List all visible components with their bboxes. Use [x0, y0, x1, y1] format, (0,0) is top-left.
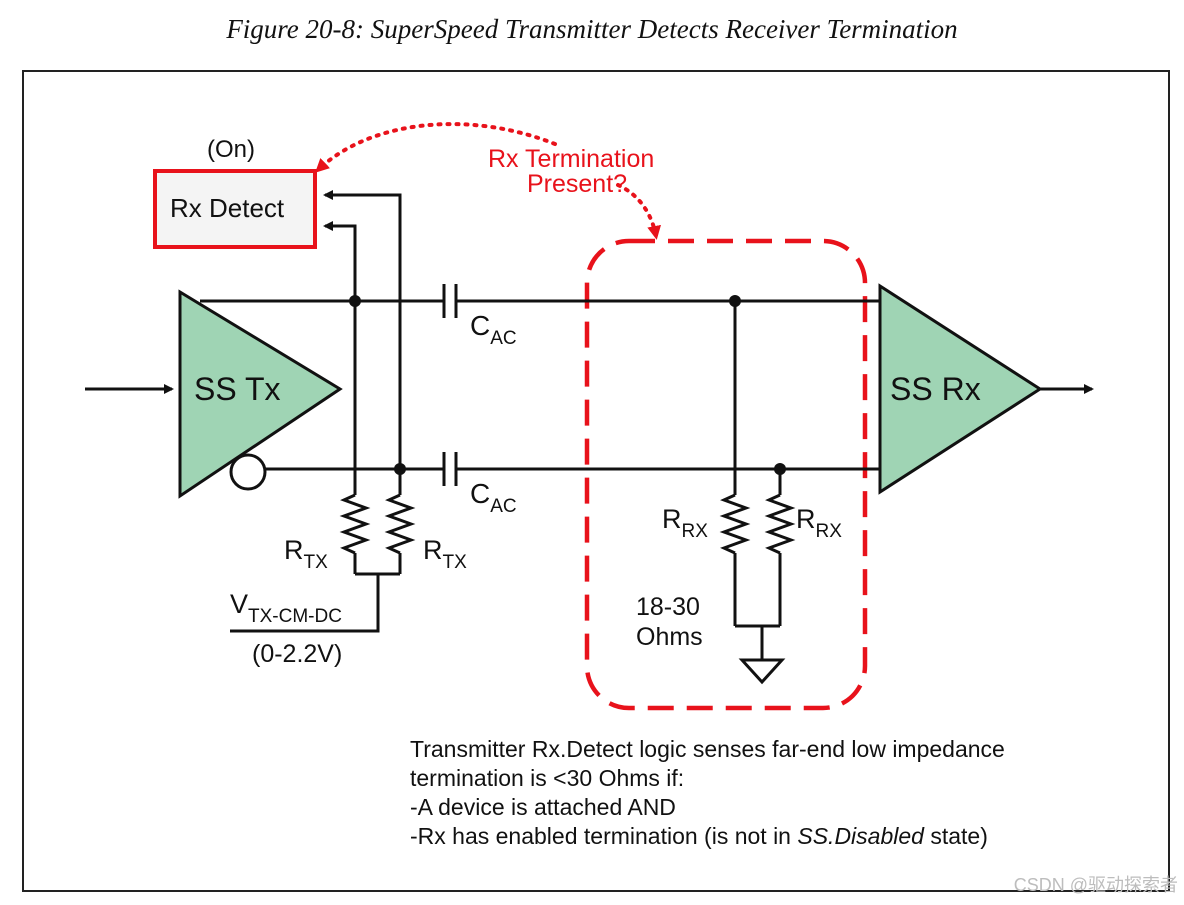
rrx-left-label: RRX	[662, 504, 708, 542]
vtx-main: V	[230, 589, 249, 619]
note-line-4-prefix: -Rx has enabled termination (is not in	[410, 823, 798, 849]
watermark: CSDN @驱动探索者	[1013, 875, 1178, 895]
note-line-4-suffix: state)	[923, 823, 988, 849]
rrx-left-main: R	[662, 504, 682, 534]
rtx-right-sub: TX	[442, 552, 467, 573]
junction-dots	[349, 295, 786, 475]
cac-top-sub: AC	[490, 328, 517, 349]
cac-bottom-label: CAC	[470, 478, 517, 517]
note-line-4: -Rx has enabled termination (is not in S…	[410, 822, 1005, 851]
figure-frame	[22, 70, 1170, 892]
cac-top-main: C	[470, 310, 491, 341]
cac-bottom-main: C	[470, 478, 491, 509]
note-line-1: Transmitter Rx.Detect logic senses far-e…	[410, 736, 1005, 762]
figure-caption: Figure 20-8: SuperSpeed Transmitter Dete…	[226, 14, 958, 44]
rrx-right-sub: RX	[815, 521, 842, 542]
rrx-right-label: RRX	[796, 504, 842, 542]
vtx-sub: TX-CM-DC	[248, 606, 342, 627]
cac-bottom-sub: AC	[490, 496, 517, 517]
vtx-label: VTX-CM-DC	[230, 589, 342, 627]
question-arrow	[315, 122, 557, 173]
detection-note: Transmitter Rx.Detect logic senses far-e…	[410, 735, 1005, 851]
ohms-line2: Ohms	[636, 623, 703, 651]
rx-detect-box	[153, 169, 317, 249]
rrx-left-sub: RX	[681, 521, 708, 542]
wires	[85, 190, 1094, 685]
question-line1: Rx Termination	[488, 145, 655, 173]
ohms-line1: 18-30	[636, 593, 700, 621]
rtx-right-main: R	[423, 535, 443, 565]
rtx-left-main: R	[284, 535, 304, 565]
ss-tx-triangle	[178, 289, 343, 499]
rtx-left-label: RTX	[284, 535, 328, 573]
ss-tx-label: SS Tx	[194, 371, 281, 407]
note-line-4-italic: SS.Disabled	[797, 823, 924, 849]
note-line-3: -A device is attached AND	[410, 794, 676, 820]
rrx-right-main: R	[796, 504, 816, 534]
rtx-left-sub: TX	[303, 552, 328, 573]
question-line2: Present?	[527, 170, 628, 198]
rtx-right-label: RTX	[423, 535, 467, 573]
rx-detect-label: Rx Detect	[170, 193, 285, 223]
note-line-2: termination is <30 Ohms if:	[410, 765, 685, 791]
ss-rx-label: SS Rx	[890, 371, 981, 407]
vtx-range-label: (0-2.2V)	[252, 640, 343, 668]
on-label: (On)	[207, 136, 255, 163]
cac-top-label: CAC	[470, 310, 517, 349]
termination-boundary	[584, 238, 868, 711]
ss-tx-invert-bubble	[229, 453, 267, 491]
ss-rx-triangle	[878, 283, 1043, 495]
